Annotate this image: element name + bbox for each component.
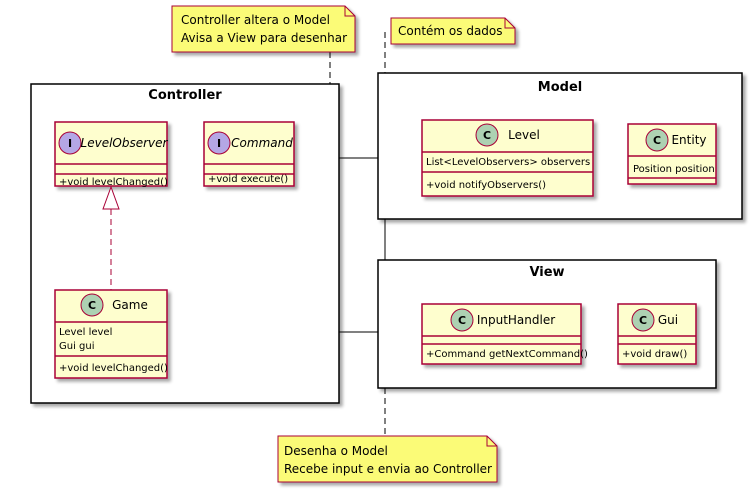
level-name: Level (508, 128, 540, 142)
class-glyph-icon (475, 123, 499, 147)
command-glyph: I (217, 137, 221, 150)
interface-glyph-icon (207, 131, 231, 155)
game-field: Gui gui (59, 341, 95, 352)
class-glyph-icon (631, 308, 655, 332)
class-glyph-icon (450, 308, 474, 332)
class-entity[interactable]: C Entity Position position (627, 123, 717, 185)
interface-command[interactable]: I Command +void execute() (203, 121, 295, 187)
game-method: +void levelChanged() (59, 363, 168, 374)
package-model-title: Model (538, 80, 582, 95)
class-level[interactable]: C Level List<LevelObservers> observers +… (421, 119, 594, 197)
game-field: Level level (59, 327, 112, 338)
entity-name: Entity (671, 133, 706, 147)
package-view-title: View (529, 265, 564, 280)
package-controller-title: Controller (148, 88, 222, 103)
command-name: Command (231, 136, 293, 150)
levelobserver-name: LevelObserver (81, 136, 169, 150)
note-controller[interactable]: Controller altera o Model Avisa a View p… (171, 5, 356, 53)
level-method: +void notifyObservers() (426, 180, 546, 191)
realization-arrow (102, 185, 120, 290)
inputhandler-method: +Command getNextCommand() (426, 349, 588, 360)
inputhandler-name: InputHandler (477, 313, 555, 327)
class-inputhandler[interactable]: C InputHandler +Command getNextCommand() (421, 303, 588, 365)
level-glyph: C (483, 129, 491, 142)
note-view-line: Recebe input e envia ao Controller (284, 462, 492, 476)
interface-levelobserver[interactable]: I LevelObserver +void levelChanged() (54, 121, 169, 188)
inputhandler-glyph: C (458, 314, 466, 327)
note-model-line: Contém os dados (398, 24, 503, 38)
level-field: List<LevelObservers> observers (426, 157, 590, 168)
note-model[interactable]: Contém os dados (390, 17, 516, 45)
entity-glyph: C (653, 134, 661, 147)
interface-glyph-icon (58, 131, 82, 155)
class-glyph-icon (645, 128, 669, 152)
note-controller-line: Controller altera o Model (181, 13, 330, 27)
class-gui[interactable]: C Gui +void draw() (617, 303, 697, 365)
note-view-line: Desenha o Model (284, 444, 388, 458)
note-controller-line: Avisa a View para desenhar (181, 31, 347, 45)
entity-field: Position position (633, 164, 715, 175)
gui-name: Gui (658, 313, 678, 327)
gui-method: +void draw() (622, 349, 687, 360)
realization-arrowhead-icon (102, 185, 120, 210)
command-method: +void execute() (208, 174, 288, 185)
gui-glyph: C (639, 314, 647, 327)
game-name: Game (112, 298, 148, 312)
levelobserver-glyph: I (68, 137, 72, 150)
class-glyph-icon (80, 293, 104, 317)
levelobserver-method: +void levelChanged() (59, 177, 168, 188)
game-glyph: C (88, 299, 96, 312)
connectors (329, 32, 386, 436)
class-game[interactable]: C Game Level level Gui gui +void levelCh… (54, 289, 168, 379)
note-view[interactable]: Desenha o Model Recebe input e envia ao … (277, 435, 498, 483)
